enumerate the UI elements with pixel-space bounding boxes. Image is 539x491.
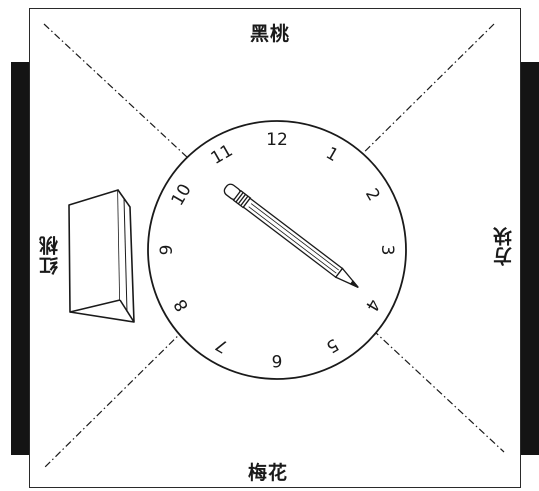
diagonal-line-b [43,23,495,469]
pencil-icon [223,183,359,288]
clock-numeral-9: 9 [157,245,177,256]
folded-card-icon [68,189,135,323]
suit-label-clubs: 梅花 [248,462,289,484]
suit-label-diamonds: 方块 [493,226,515,266]
suit-label-hearts: 红桃 [39,235,61,275]
right-side-bar [521,62,539,455]
clock-numeral-3: 3 [377,245,397,256]
clock-numeral-6: 6 [272,350,283,370]
diagonal-line-a [43,23,505,453]
left-side-bar [11,62,30,455]
suit-label-spades: 黑桃 [250,23,291,45]
clock-face [147,120,407,380]
clock-numeral-12: 12 [266,130,288,150]
